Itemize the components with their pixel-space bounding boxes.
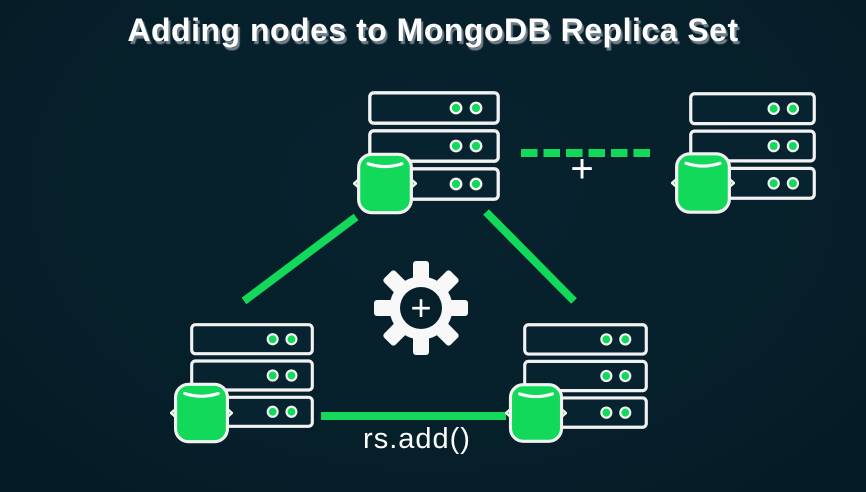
database-icon: [353, 152, 417, 215]
gear-icon: [374, 261, 468, 355]
new-node-plus-label: +: [570, 147, 594, 191]
replication-link-right: [483, 209, 577, 304]
rs-add-command-label: rs.add(): [363, 423, 471, 455]
diagram-title: Adding nodes to MongoDB Replica Set: [127, 12, 739, 48]
server-node-bottom-left: [170, 323, 314, 447]
replication-link-left: [241, 213, 359, 305]
gear-plus-label: +: [410, 287, 432, 328]
server-node-bottom-right: [505, 323, 648, 447]
database-icon: [170, 382, 233, 444]
database-icon: [505, 383, 567, 443]
server-node-new: [671, 92, 817, 218]
server-node-top: [352, 91, 500, 217]
add-node-gear: [373, 260, 469, 356]
database-icon: [671, 152, 735, 214]
